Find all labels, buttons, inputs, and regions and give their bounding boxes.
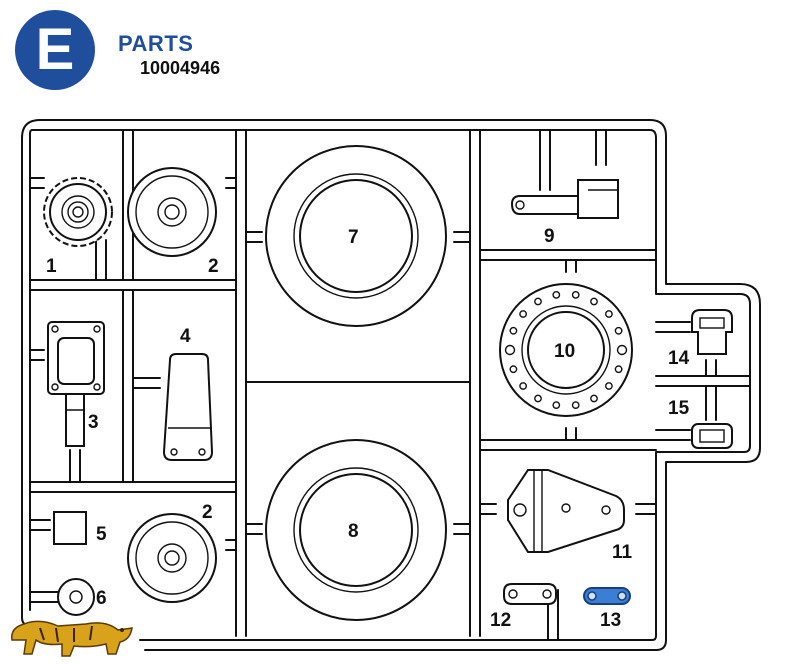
part-10-label: 10: [554, 341, 575, 362]
flange-bolt-hole: [571, 401, 580, 409]
part-9-label: 9: [544, 226, 555, 247]
part-14-clip: [691, 309, 733, 355]
part-8-tire: [265, 439, 447, 621]
part-4-label: 4: [180, 326, 191, 347]
part-8-label: 8: [348, 521, 359, 542]
part-3-bracket: [47, 321, 105, 447]
part-12-link: [503, 583, 557, 605]
flange-bolt-hole: [504, 344, 516, 356]
part-7-tire: [265, 145, 447, 327]
tiger-logo-icon: [11, 620, 133, 657]
part-11-bracket: [507, 469, 625, 553]
part-13-link-highlighted: [583, 587, 631, 605]
flange-bolt-hole: [616, 344, 628, 356]
flange-bolt-hole: [614, 365, 623, 374]
part-14-label: 14: [668, 348, 690, 369]
flange-bolt-hole: [519, 382, 527, 390]
sprue-frame: [21, 119, 761, 651]
page-title: PARTS: [118, 31, 194, 56]
flange-bolt-hole: [552, 401, 561, 409]
flange-bolt-hole: [509, 365, 518, 374]
flange-bolt-hole: [605, 310, 613, 318]
part-7-label: 7: [348, 227, 359, 248]
badge-letter: E: [36, 17, 75, 82]
part-5-label: 5: [96, 524, 107, 545]
flange-bolt-hole: [509, 326, 518, 335]
flange-bolt-hole: [534, 394, 542, 403]
part-2-top-label: 2: [208, 256, 219, 277]
part-2-bottom-wheel: [127, 513, 217, 603]
part-labels: 1 2 2 3 4 5 6 7 8 9 10 11 12 13 14 15: [46, 226, 690, 631]
flange-bolt-hole: [605, 382, 613, 390]
part-5-plate: [53, 511, 87, 545]
part-1-label: 1: [46, 256, 57, 277]
flange-bolt-hole: [519, 310, 527, 318]
part-3-label: 3: [88, 412, 99, 433]
flange-bolt-hole: [552, 290, 561, 299]
flange-bolt-hole: [534, 297, 542, 306]
flange-bolt-hole: [590, 297, 598, 306]
part-6-label: 6: [96, 588, 107, 609]
part-4-housing: [162, 353, 214, 461]
part-15-clip: [691, 423, 733, 449]
part-2-bottom-label: 2: [202, 502, 213, 523]
sprue-letter-badge: E: [15, 10, 95, 90]
part-13-label: 13: [600, 610, 621, 631]
part-15-label: 15: [668, 398, 690, 419]
part-number: 10004946: [140, 58, 221, 78]
part-11-label: 11: [612, 542, 633, 563]
flange-bolt-hole: [571, 290, 580, 299]
flange-bolt-hole: [590, 394, 598, 403]
part-1-wheel: [43, 177, 113, 247]
flange-bolt-hole: [614, 326, 623, 335]
part-10-flange: [499, 283, 633, 417]
part-9-lever: [510, 179, 619, 219]
part-2-top-wheel: [127, 167, 217, 257]
part-12-label: 12: [490, 610, 511, 631]
part-6-washer: [57, 578, 95, 616]
